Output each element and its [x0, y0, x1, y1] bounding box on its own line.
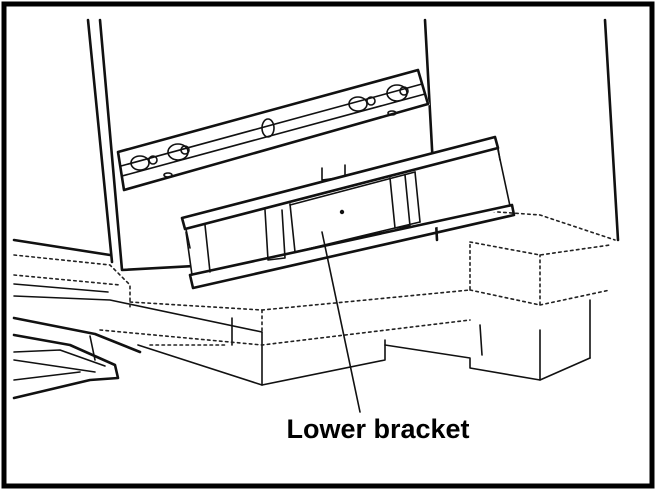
- pedestal-base: [13, 209, 616, 386]
- drawer-tray: [12, 316, 142, 400]
- callout-label: Lower bracket: [286, 414, 469, 444]
- upper-mounting-bracket: [116, 68, 430, 192]
- callout-leader-line: [321, 231, 361, 413]
- lower-bracket: [180, 135, 516, 290]
